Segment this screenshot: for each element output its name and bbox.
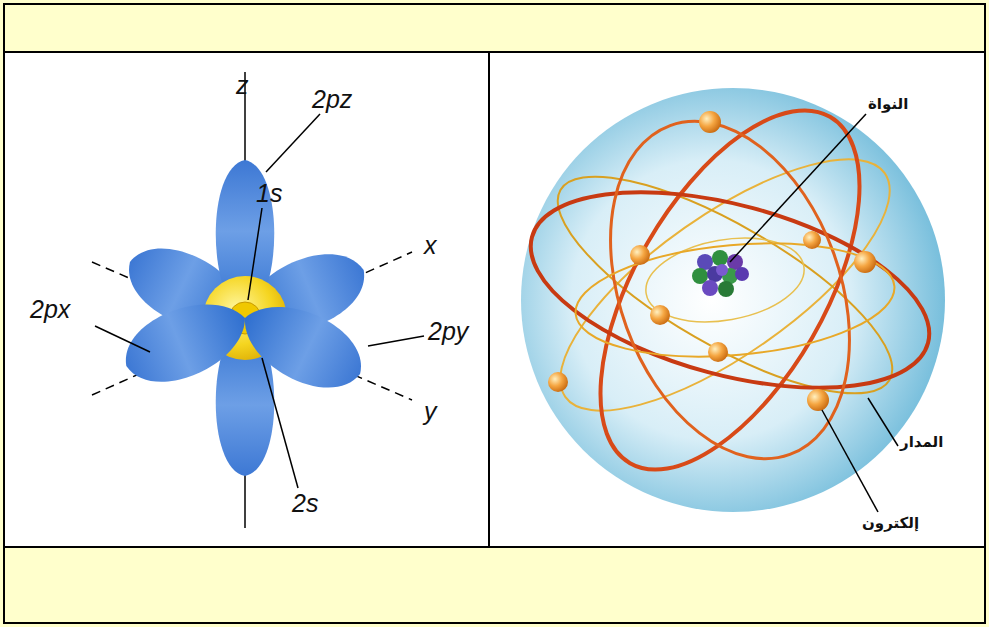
nucleus [692, 250, 749, 297]
orbital-label: 2s [292, 490, 318, 518]
panel-divider [488, 52, 490, 547]
frame-rule [4, 51, 985, 53]
part-label: المدار [900, 434, 943, 451]
orbital-label: 2pz [312, 86, 352, 114]
outer-frame [4, 4, 985, 623]
orbital-label: 2py [428, 318, 468, 346]
axis-label: z [236, 72, 249, 100]
orbital-label: 2px [30, 296, 70, 324]
part-label: النواة [868, 96, 908, 113]
part-label: إلكترون [862, 515, 919, 532]
orbits [510, 69, 950, 510]
electrons [548, 111, 876, 411]
axis-label: y [424, 398, 437, 426]
axis-label: x [424, 232, 437, 260]
panel-ground [5, 53, 984, 547]
orbital-figure [92, 72, 424, 528]
orbital-lobe [230, 288, 375, 405]
orbital-label: 1s [256, 180, 282, 208]
orbital-lobe [114, 287, 258, 398]
atom-figure [510, 69, 950, 512]
atom-sphere [521, 88, 945, 512]
leader-lines [730, 114, 898, 512]
frame-rule [4, 546, 985, 548]
leader-lines [95, 114, 424, 488]
